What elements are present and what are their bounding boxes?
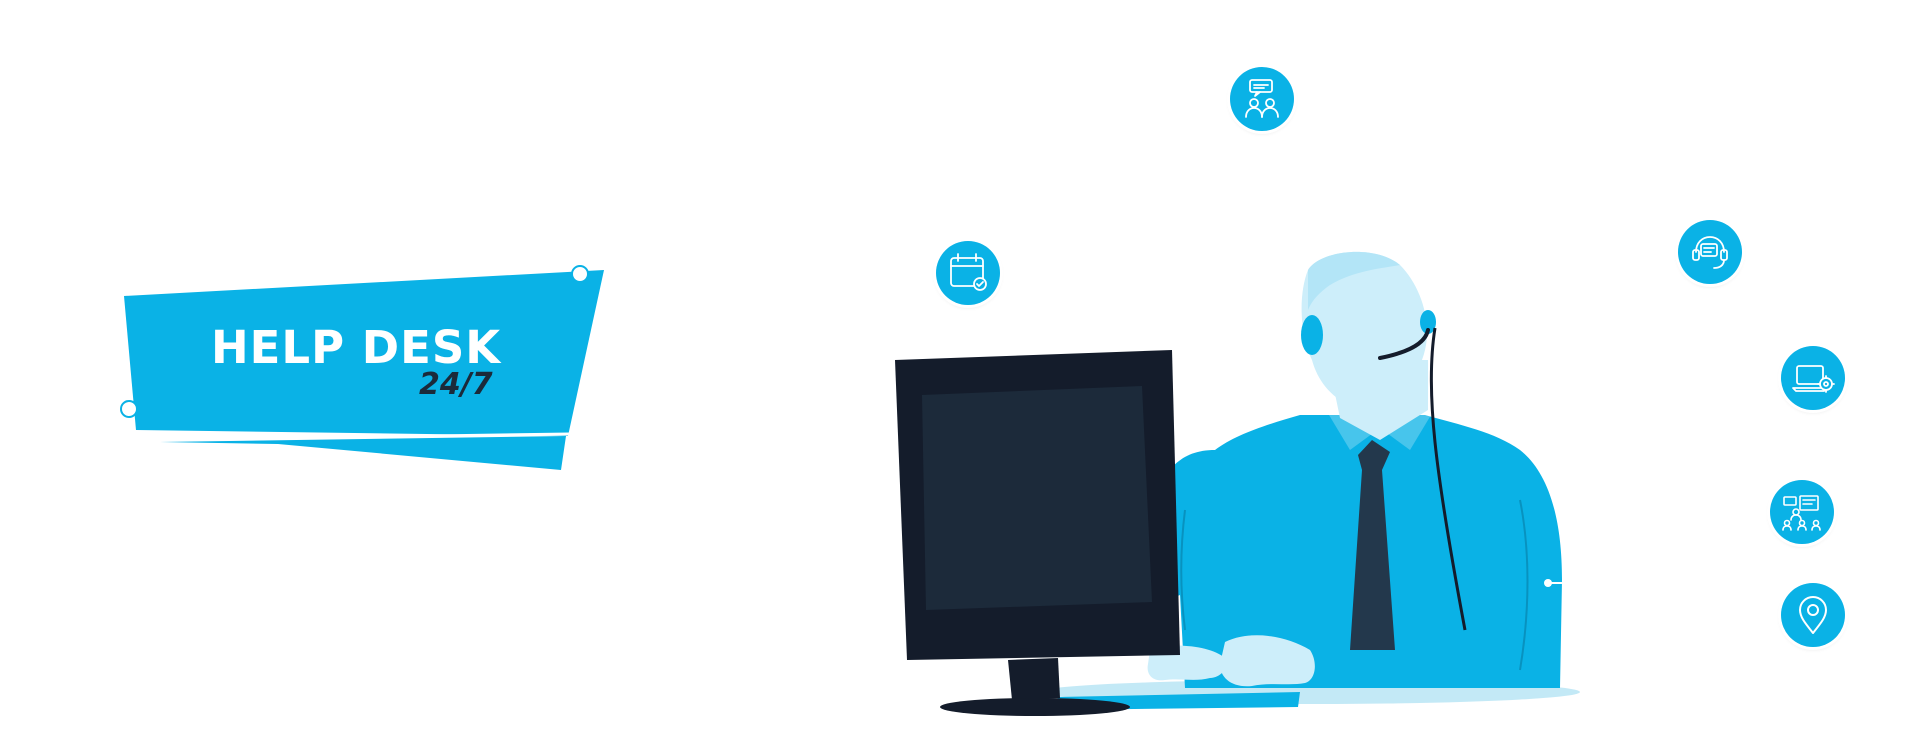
presentation-meeting-icon[interactable] xyxy=(1770,480,1834,544)
agent-tie xyxy=(1350,440,1395,650)
headset-cable xyxy=(1429,327,1467,631)
headset-earpiece xyxy=(1420,310,1436,334)
banner-title: HELP DESK xyxy=(211,321,502,374)
laptop-settings-icon[interactable] xyxy=(1781,346,1845,410)
headset-mic xyxy=(1378,328,1430,360)
agent-head xyxy=(1301,251,1428,409)
agent-right-hand xyxy=(1220,635,1315,687)
agent-ear xyxy=(1301,315,1323,355)
agent-torso xyxy=(1104,415,1562,688)
calendar-check-icon[interactable] xyxy=(936,241,1000,305)
banner-shape xyxy=(120,265,604,470)
support-agent-illustration xyxy=(895,251,1580,716)
monitor-stand xyxy=(1008,658,1060,700)
headset-chat-icon[interactable] xyxy=(1678,220,1742,284)
monitor-base xyxy=(940,698,1130,716)
location-pin-icon[interactable] xyxy=(1781,583,1845,647)
team-chat-icon[interactable] xyxy=(1230,67,1294,131)
monitor-screen xyxy=(922,386,1152,610)
banner-subtitle: 24/7 xyxy=(419,367,493,402)
help-desk-banner: HELP DESK 24/7 xyxy=(118,262,610,477)
